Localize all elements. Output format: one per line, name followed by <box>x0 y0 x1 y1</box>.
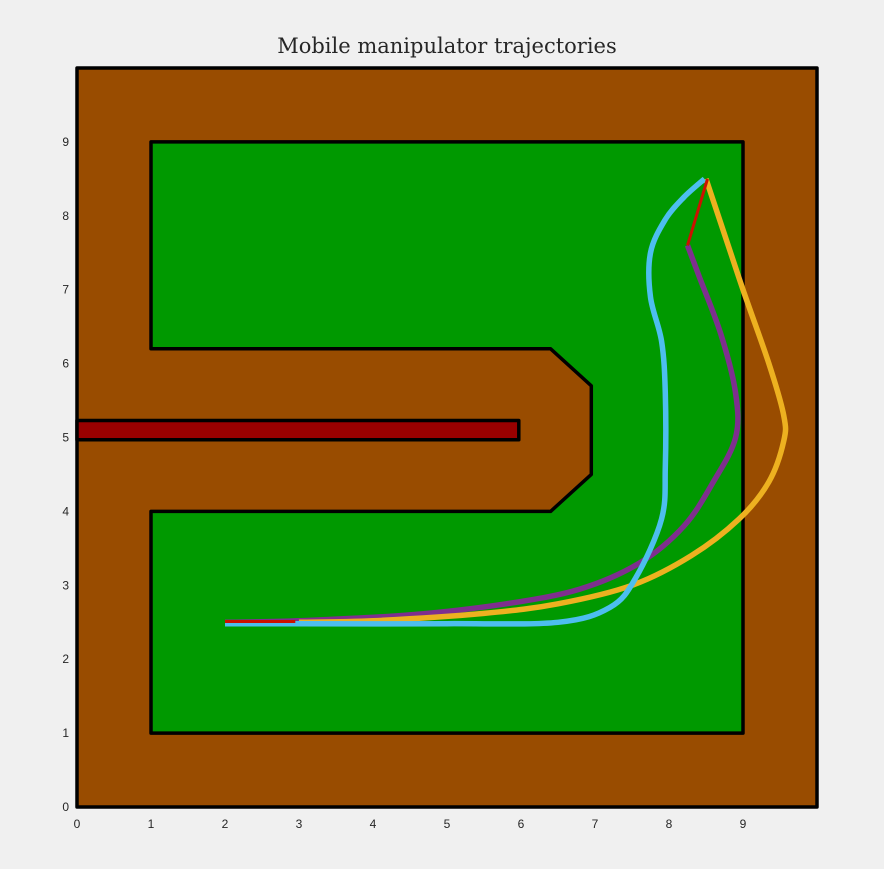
y-tick-label: 5 <box>62 431 69 445</box>
y-tick-label: 0 <box>62 800 69 814</box>
y-tick-label: 9 <box>62 135 69 149</box>
y-tick-label: 6 <box>62 357 69 371</box>
y-tick-label: 8 <box>62 209 69 223</box>
trajectory-line-2 <box>298 178 789 626</box>
x-tick-label: 1 <box>148 817 155 831</box>
y-tick-label: 4 <box>62 504 69 518</box>
trajectory-line-5 <box>686 178 709 246</box>
y-tick-label: 7 <box>62 283 69 297</box>
trajectory-line-3 <box>224 176 707 627</box>
x-tick-label: 4 <box>370 817 377 831</box>
y-tick-label: 2 <box>62 652 69 666</box>
x-tick-label: 0 <box>74 817 81 831</box>
y-tick-label: 1 <box>62 726 69 740</box>
x-tick-label: 3 <box>296 817 303 831</box>
region-manipulator-arm <box>75 418 521 442</box>
x-tick-label: 6 <box>518 817 525 831</box>
x-tick-label: 2 <box>222 817 229 831</box>
x-tick-label: 7 <box>592 817 599 831</box>
x-tick-label: 5 <box>444 817 451 831</box>
y-axis-ticks: 0 1 2 3 4 5 6 7 8 9 <box>62 135 69 814</box>
x-axis-ticks: 0 1 2 3 4 5 6 7 8 9 <box>74 817 747 831</box>
x-tick-label: 9 <box>740 817 747 831</box>
chart-title: Mobile manipulator trajectories <box>277 34 617 58</box>
x-tick-label: 8 <box>666 817 673 831</box>
y-tick-label: 3 <box>62 578 69 592</box>
trajectory-line-1 <box>224 244 741 626</box>
trajectory-series <box>224 176 789 627</box>
